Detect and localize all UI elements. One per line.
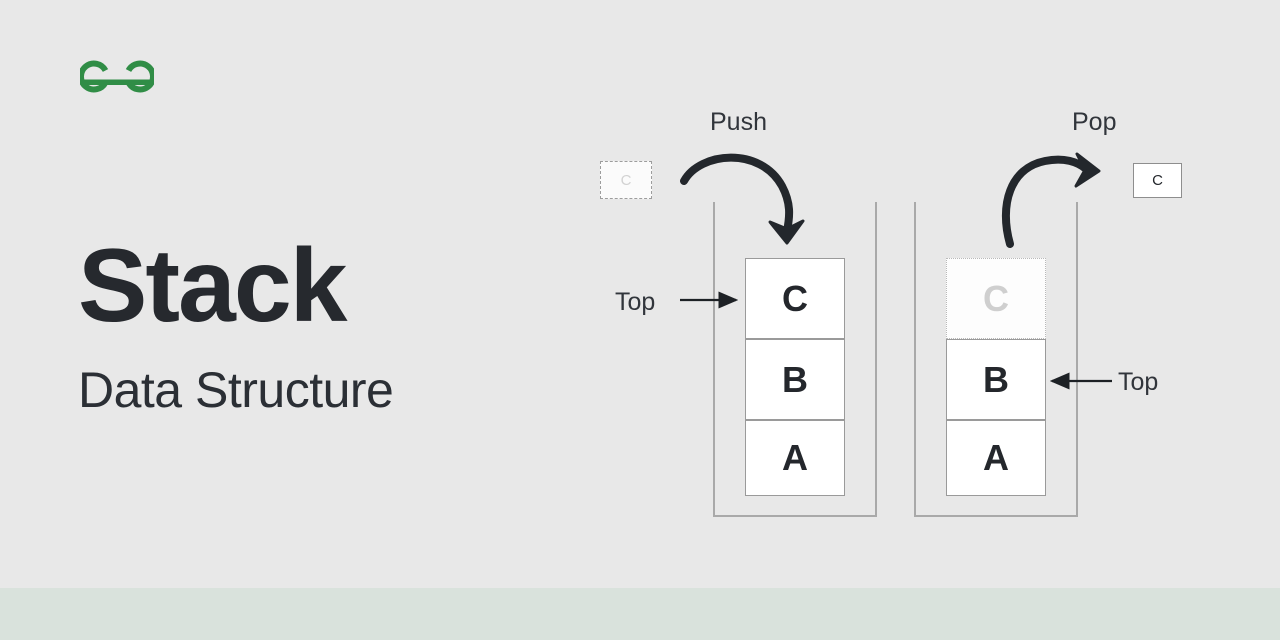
push-top-pointer-label: Top — [615, 288, 656, 316]
pop-stack-container — [914, 202, 1078, 517]
push-incoming-element-ghost: C — [600, 161, 652, 199]
push-stack-container — [713, 202, 877, 517]
pop-stack-cell-top-ghost: C — [946, 258, 1046, 339]
footer-strip — [0, 588, 1280, 640]
push-stack-cell-middle: B — [745, 339, 845, 420]
push-stack-cell-bottom: A — [745, 420, 845, 496]
push-operation-label: Push — [710, 108, 767, 136]
page-title: Stack — [78, 228, 348, 344]
pop-stack-cell-middle: B — [946, 339, 1046, 420]
gfg-logo-icon — [77, 60, 157, 93]
pop-stack-cell-bottom: A — [946, 420, 1046, 496]
page-subtitle: Data Structure — [78, 362, 394, 418]
pop-operation-label: Pop — [1072, 108, 1117, 136]
geeksforgeeks-logo — [77, 58, 157, 104]
pop-top-pointer-label: Top — [1118, 368, 1159, 396]
push-stack-cell-top: C — [745, 258, 845, 339]
pop-outgoing-element-box: C — [1133, 163, 1182, 198]
